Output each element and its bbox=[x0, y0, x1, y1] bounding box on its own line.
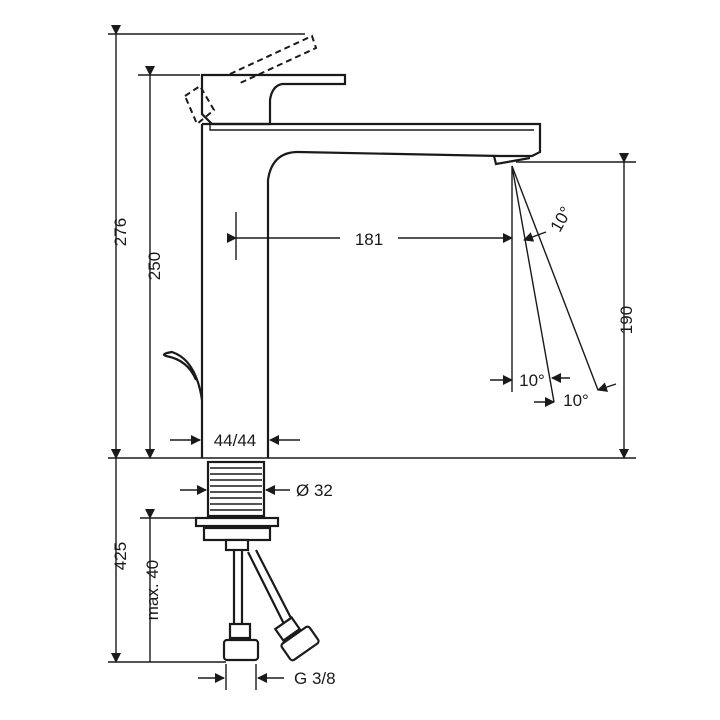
pop-up-rod bbox=[162, 350, 204, 401]
hose-ferrule-straight bbox=[228, 622, 252, 640]
spout-top-edge bbox=[209, 124, 534, 131]
spray-outer bbox=[511, 165, 599, 391]
label-shank-diameter: Ø 32 bbox=[296, 481, 333, 500]
dimension-lines bbox=[108, 25, 636, 690]
lever-handle bbox=[200, 73, 347, 126]
lever-open-position-lower bbox=[183, 84, 216, 126]
faucet-body bbox=[108, 34, 636, 662]
aerator bbox=[492, 155, 531, 166]
mounting-nut bbox=[202, 526, 272, 542]
label-hose-length: 425 bbox=[111, 542, 130, 570]
label-reach: 181 bbox=[355, 230, 383, 249]
label-max-counter-thickness: max. 40 bbox=[143, 560, 162, 620]
label-spray-angle-right: 10° bbox=[563, 391, 589, 410]
supply-hose-angled bbox=[247, 549, 293, 625]
dimension-labels: 276 250 181 10° 190 10° 10° 44/44 Ø 32 4… bbox=[111, 203, 636, 688]
hose-nut-straight bbox=[222, 638, 260, 662]
label-total-height: 276 bbox=[111, 218, 130, 246]
threaded-shank bbox=[206, 460, 266, 518]
column-and-spout bbox=[200, 122, 542, 458]
label-base-size: 44/44 bbox=[214, 431, 257, 450]
hose-nut-angled bbox=[273, 616, 320, 662]
label-spray-angle-top: 10° bbox=[547, 203, 576, 235]
washer bbox=[194, 516, 280, 528]
spray-mid bbox=[511, 165, 555, 403]
thread-lines bbox=[210, 467, 262, 511]
label-spout-clearance: 190 bbox=[617, 306, 636, 334]
label-thread: G 3/8 bbox=[294, 669, 336, 688]
hose-fitting bbox=[224, 538, 250, 552]
label-spray-angle-left: 10° bbox=[519, 371, 545, 390]
supply-hose-straight bbox=[232, 550, 244, 624]
label-spout-height: 250 bbox=[145, 252, 164, 280]
lever-open-position-upper bbox=[229, 34, 318, 85]
